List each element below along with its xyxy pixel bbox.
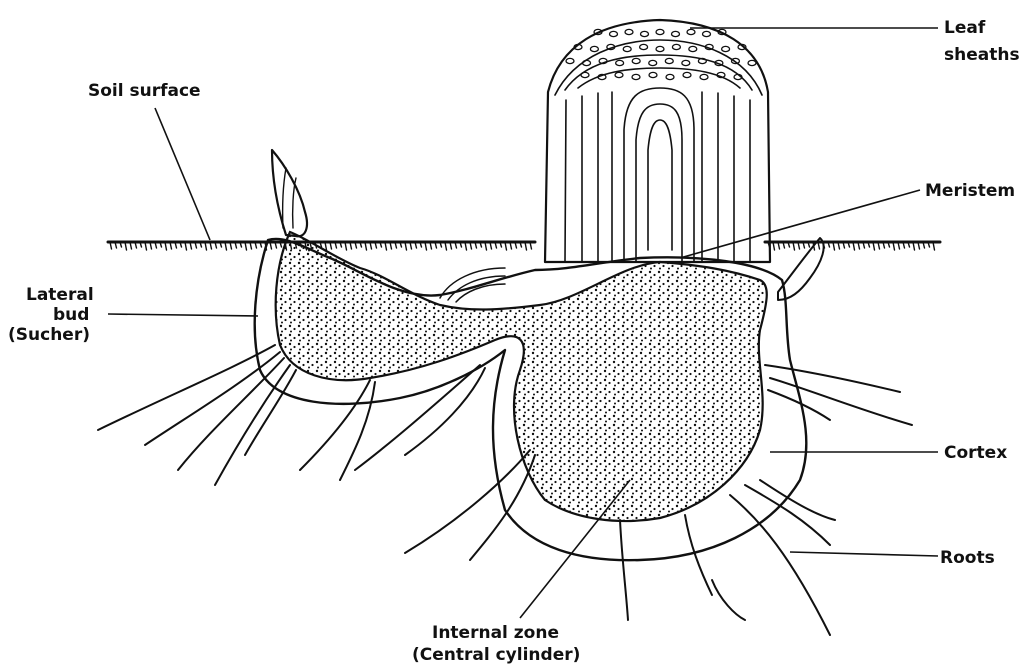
soil-surface-label: Soil surface <box>88 81 201 101</box>
sheath-cell <box>640 44 648 49</box>
sheath-cell <box>623 46 631 51</box>
leaf-sheaths <box>545 20 770 262</box>
internal-zone-label-line1: Internal zone <box>432 623 559 643</box>
sheath-cell <box>649 60 657 65</box>
sheath-cell <box>722 46 730 51</box>
sheath-cell <box>632 58 640 63</box>
sheath-cell <box>672 44 680 49</box>
sheath-cell <box>666 74 674 79</box>
sheath-cell <box>687 29 695 34</box>
meristem-label: Meristem <box>925 181 1015 201</box>
leaf-sheaths-label-line2: sheaths <box>944 45 1020 65</box>
sheath-cell <box>632 74 640 79</box>
sheath-cell <box>682 60 690 65</box>
sheath-cell <box>616 60 624 65</box>
sheath-cell <box>615 72 623 77</box>
sheath-cell <box>656 46 664 51</box>
sheath-cell <box>583 60 591 65</box>
sheath-cell <box>566 58 574 63</box>
labels: Leaf sheaths Soil surface Meristem Later… <box>8 18 1020 665</box>
rhizome-body <box>255 150 824 560</box>
roots <box>98 345 912 635</box>
central-cylinder <box>276 232 767 521</box>
cortex-label: Cortex <box>944 443 1007 463</box>
sheath-cell <box>581 72 589 77</box>
sheath-cell <box>649 72 657 77</box>
sheath-cell <box>665 58 673 63</box>
sheath-cell <box>672 31 680 36</box>
sheath-cell <box>610 31 618 36</box>
lateral-bud-label-line2: bud <box>53 305 89 325</box>
roots-label: Roots <box>940 548 995 568</box>
lateral-bud-label-line1: Lateral <box>26 285 94 305</box>
leaf-sheaths-label-line1: Leaf <box>944 18 986 38</box>
lateral-bud-shoot <box>272 150 307 236</box>
sheath-cell <box>703 31 711 36</box>
sheath-cell <box>689 46 697 51</box>
sheath-cell <box>641 31 649 36</box>
lateral-bud-label-line3: (Sucher) <box>8 325 90 345</box>
sheath-cell <box>590 46 598 51</box>
sheath-cell <box>656 29 664 34</box>
sheath-cell <box>683 72 691 77</box>
sheath-cell <box>625 29 633 34</box>
sheath-cell <box>700 74 708 79</box>
internal-zone-label-line2: (Central cylinder) <box>412 645 580 665</box>
sheath-cell <box>748 60 756 65</box>
